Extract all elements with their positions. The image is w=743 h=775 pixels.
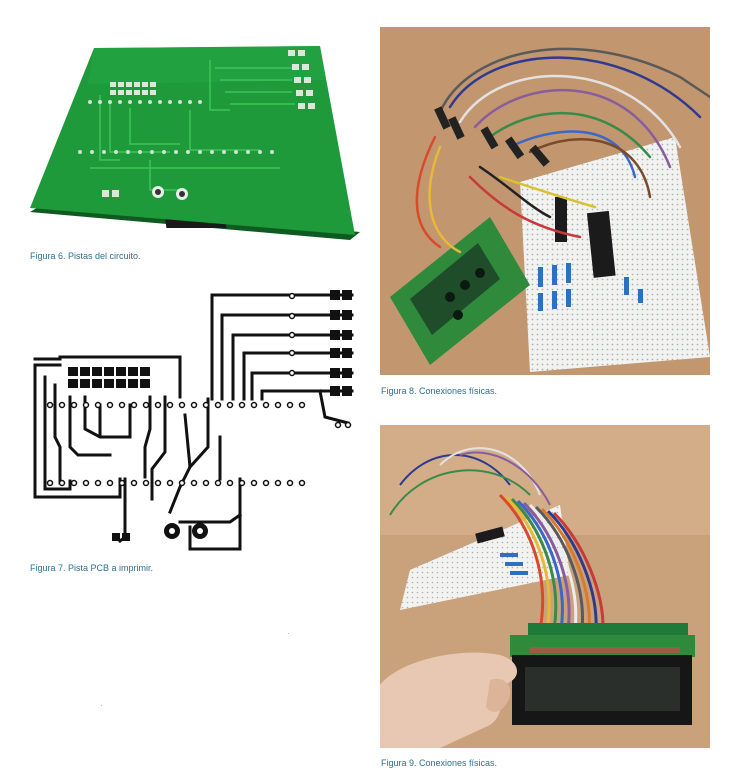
stray-dot (288, 633, 289, 634)
pcb-trace-diagram (30, 287, 364, 555)
figure-6-pcb-render (30, 40, 360, 245)
figure-9-photo (380, 425, 710, 748)
lcd-photo-illustration (380, 425, 710, 748)
figure-9-caption: Figura 9. Conexiones físicas. (381, 758, 498, 768)
figure-8-caption: Figura 8. Conexiones físicas. (381, 386, 498, 396)
figure-7-caption: Figura 7. Pista PCB a imprimir. (30, 563, 154, 573)
stray-dot (101, 705, 102, 706)
pcb-3d-illustration (30, 46, 360, 240)
figure-6-caption: Figura 6. Pistas del circuito. (30, 251, 141, 261)
figure-8-photo (380, 27, 710, 375)
figure-7-pcb-traces (30, 287, 364, 555)
breadboard-photo-illustration (380, 27, 710, 375)
